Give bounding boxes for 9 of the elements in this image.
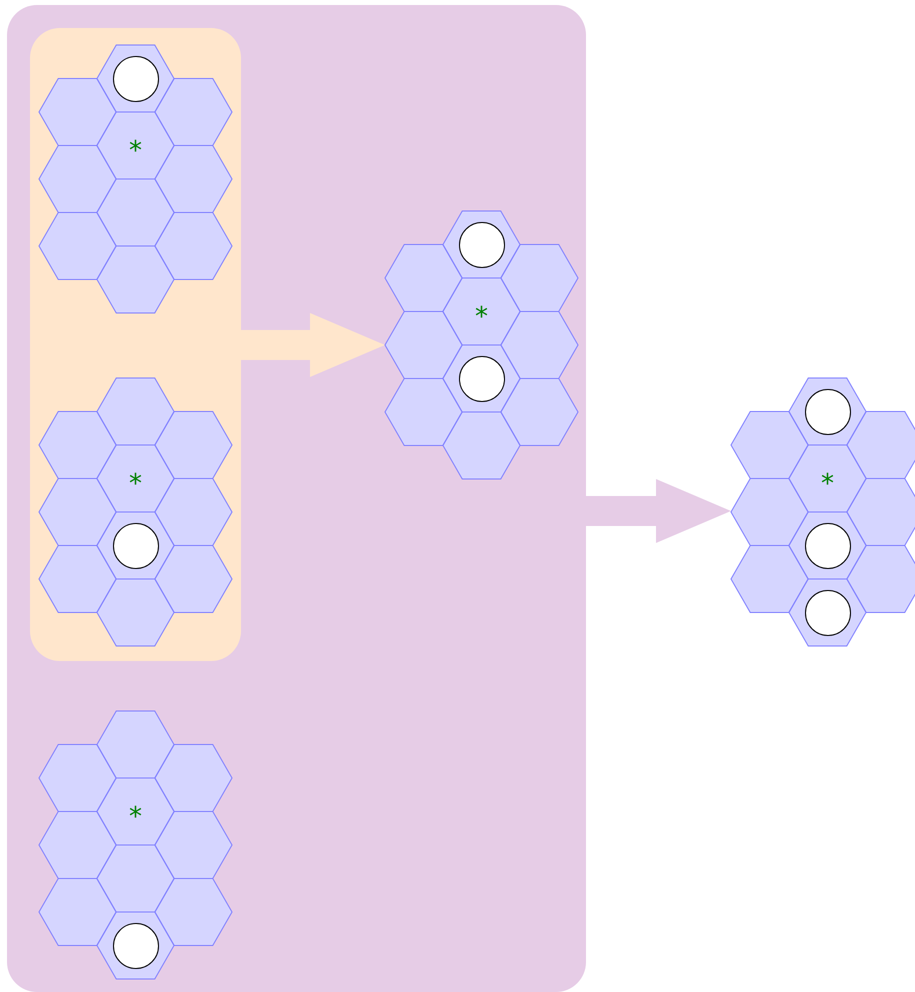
asterisk-mark: *	[128, 804, 143, 830]
panel-background	[30, 28, 241, 661]
asterisk-mark: *	[128, 138, 143, 164]
panel-background	[7, 5, 586, 992]
block-arrow	[586, 479, 731, 543]
asterisk-mark: *	[474, 304, 489, 330]
asterisk-mark: *	[128, 470, 143, 496]
block-arrow	[241, 313, 385, 377]
asterisk-mark: *	[820, 470, 835, 496]
